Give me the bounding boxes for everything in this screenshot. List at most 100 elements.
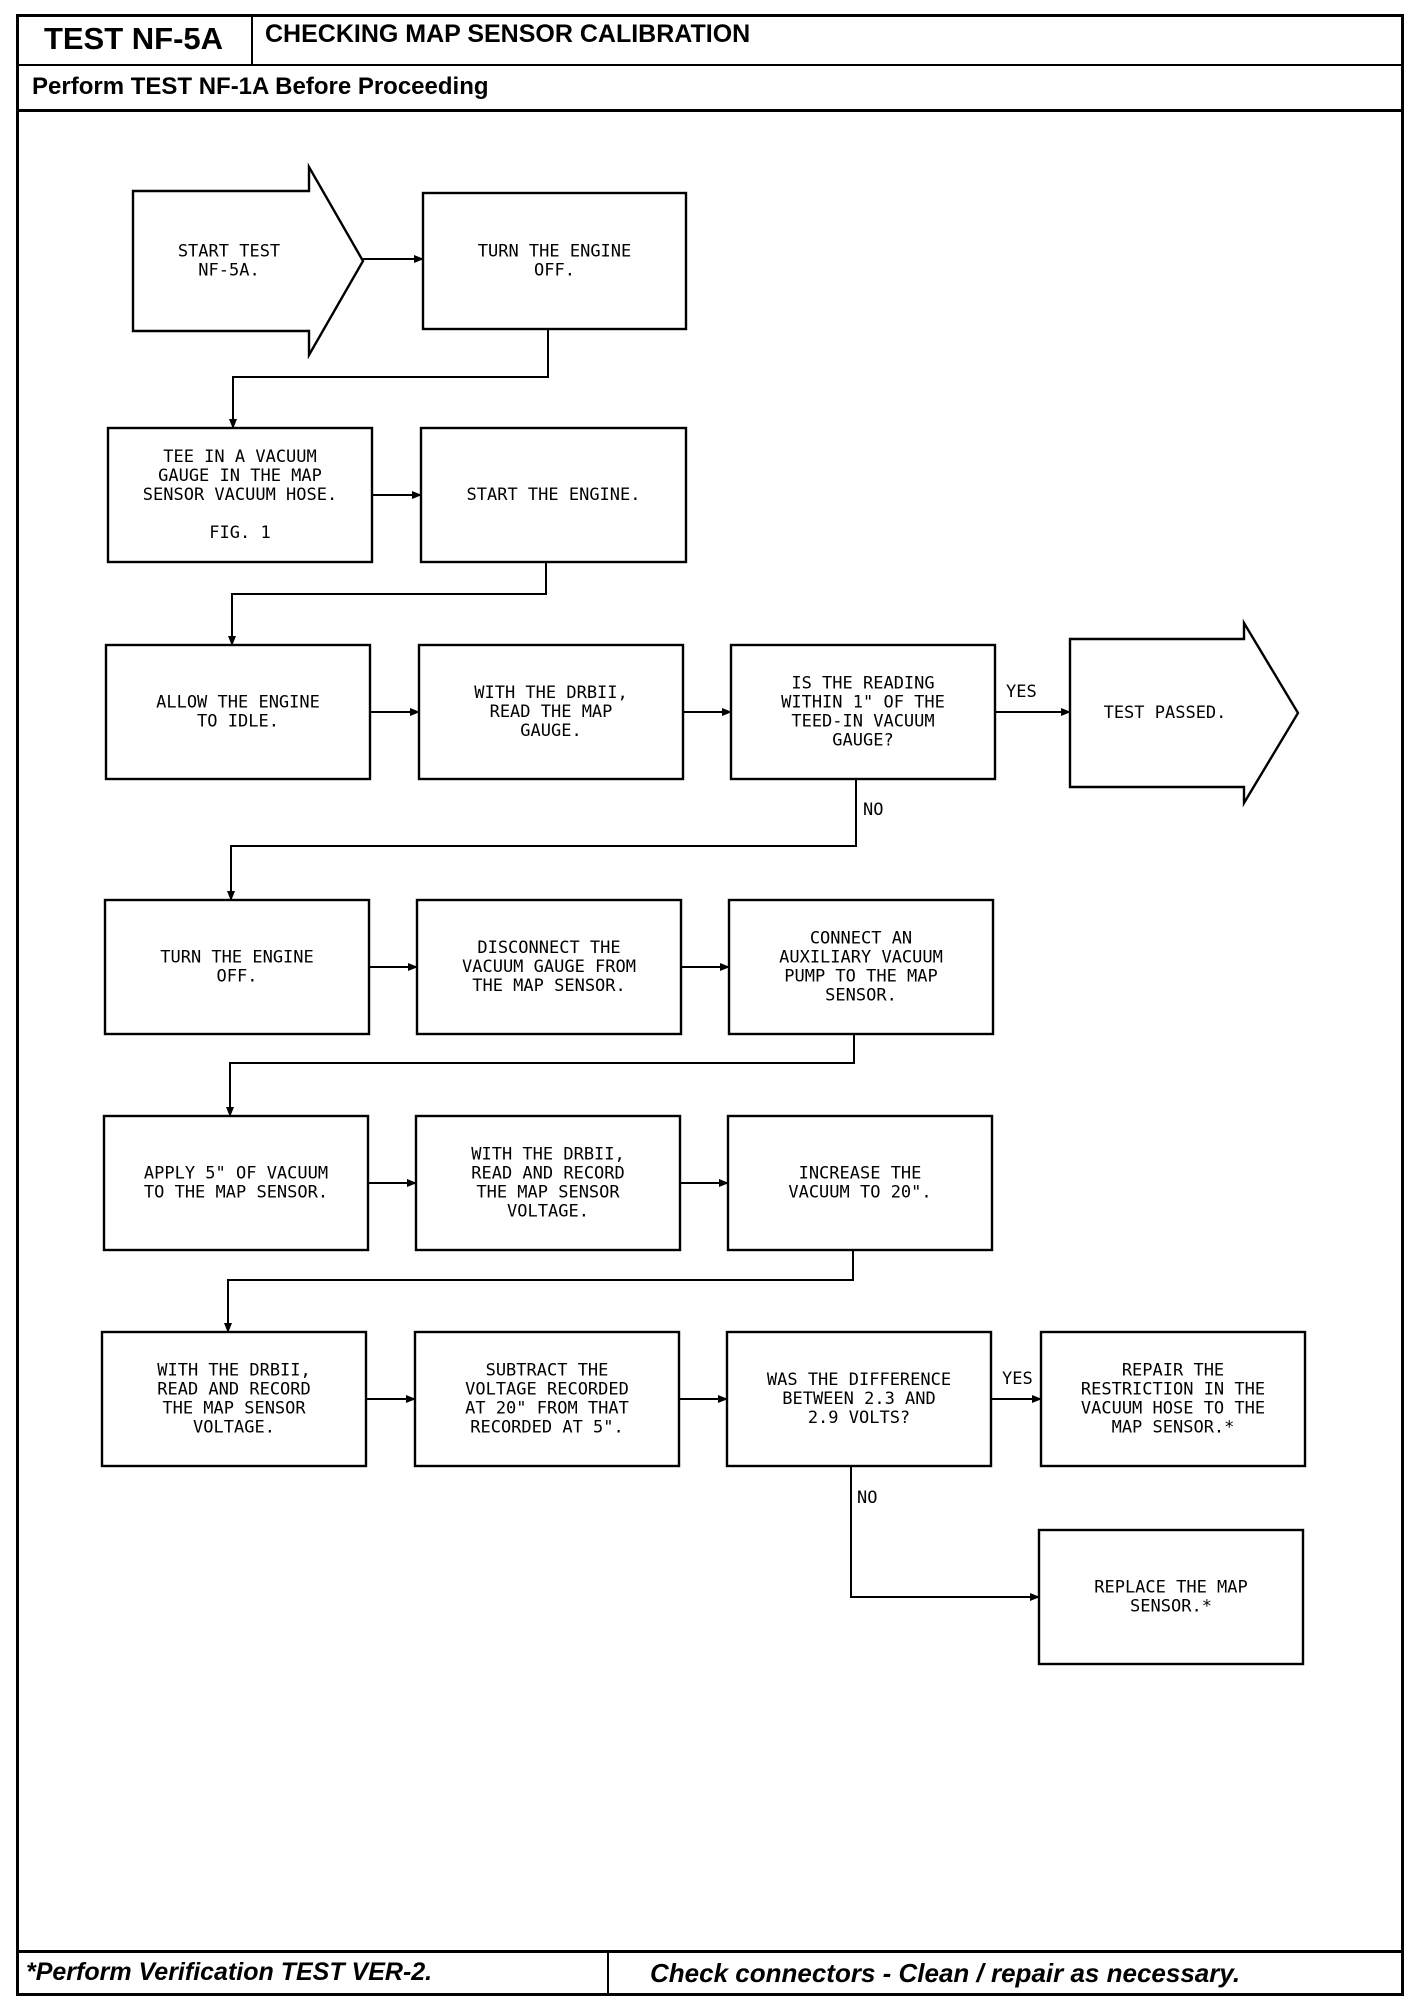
- edge-label-yes: YES: [1006, 682, 1037, 702]
- step-text-line: IS THE READING: [791, 673, 934, 693]
- step-text-line: TURN THE ENGINE: [160, 947, 314, 967]
- header-bottom-rule: [16, 109, 1404, 112]
- step-box-replace-sensor: [1037, 1528, 1305, 1666]
- step-text-line: START TEST: [178, 241, 280, 261]
- step-text-line: VOLTAGE RECORDED: [465, 1379, 629, 1399]
- footer-rule: [16, 1950, 1404, 1953]
- step-box-record-voltage-2: [100, 1330, 368, 1468]
- edge-label-no: NO: [863, 800, 883, 820]
- step-text-line: GAUGE.: [520, 721, 581, 741]
- connector-increase-20-to-record-voltage-2: [224, 1250, 854, 1333]
- step-text-line: TEE IN A VACUUM: [163, 447, 317, 467]
- step-text-line: VACUUM TO 20".: [788, 1182, 931, 1202]
- step-box-engine-off-1: [421, 191, 688, 331]
- footer-connector-reminder: Check connectors - Clean / repair as nec…: [650, 1958, 1241, 1988]
- step-text-line: AT 20" FROM THAT: [465, 1398, 629, 1418]
- step-text-line: SENSOR VACUUM HOSE.: [143, 485, 337, 505]
- connector-difference-to-replace-sensor: [850, 1466, 1040, 1601]
- step-text-line: OFF.: [534, 260, 575, 280]
- prerequisite-note: Perform TEST NF-1A Before Proceeding: [32, 73, 489, 100]
- connector-connect-pump-to-apply-5: [226, 1034, 855, 1117]
- step-box-disconnect-gauge: [415, 898, 683, 1036]
- step-text-line: READ AND RECORD: [471, 1163, 625, 1183]
- step-text-line: APPLY 5" OF VACUUM: [144, 1163, 328, 1183]
- step-text-line: VACUUM GAUGE FROM: [462, 957, 636, 977]
- page-frame: [16, 14, 1404, 1996]
- block-arrow-test-passed: [1068, 618, 1300, 808]
- step-text-line: FIG. 1: [209, 523, 270, 543]
- test-id-label: TEST NF-5A: [16, 14, 253, 66]
- step-text-line: WAS THE DIFFERENCE: [767, 1370, 951, 1390]
- step-box-subtract: [413, 1330, 681, 1468]
- step-box-difference: [725, 1330, 993, 1468]
- connector-reading-within-to-engine-off-2: [227, 779, 857, 901]
- step-text-line: START THE ENGINE.: [467, 485, 641, 505]
- footer-verification-note: *Perform Verification TEST VER-2.: [26, 1958, 433, 1986]
- step-text-line: SENSOR.: [825, 985, 897, 1005]
- step-text-line: TO THE MAP SENSOR.: [144, 1182, 328, 1202]
- step-text-line: VACUUM HOSE TO THE: [1081, 1398, 1265, 1418]
- footer-divider: [607, 1950, 609, 1996]
- step-box-apply-5: [102, 1114, 370, 1252]
- step-box-connect-pump: [727, 898, 995, 1036]
- step-text-line: ALLOW THE ENGINE: [156, 692, 320, 712]
- step-text-line: GAUGE?: [832, 730, 893, 750]
- step-box-start-engine: [419, 426, 688, 564]
- step-text-line: WITH THE DRBII,: [474, 683, 628, 703]
- step-box-read-map-gauge: [417, 643, 685, 781]
- block-arrow-start: [131, 162, 365, 360]
- step-text-line: INCREASE THE: [799, 1163, 922, 1183]
- step-text-line: RECORDED AT 5".: [470, 1417, 624, 1437]
- step-text-line: THE MAP SENSOR: [162, 1398, 306, 1418]
- step-box-repair-hose: [1039, 1330, 1307, 1468]
- step-text-line: BETWEEN 2.3 AND: [782, 1389, 936, 1409]
- connector-start-engine-to-idle: [228, 562, 547, 646]
- step-text-line: SENSOR.*: [1130, 1596, 1212, 1616]
- step-text-line: NF-5A.: [198, 260, 259, 280]
- step-text-line: READ AND RECORD: [157, 1379, 311, 1399]
- step-text-line: REPAIR THE: [1122, 1360, 1224, 1380]
- step-text-line: GAUGE IN THE MAP: [158, 466, 322, 486]
- step-box-record-voltage-1: [414, 1114, 682, 1252]
- step-box-increase-20: [726, 1114, 994, 1252]
- step-text-line: TEED-IN VACUUM: [791, 711, 934, 731]
- step-text-line: MAP SENSOR.*: [1112, 1417, 1235, 1437]
- step-text-line: WITH THE DRBII,: [157, 1360, 311, 1380]
- step-text-line: RESTRICTION IN THE: [1081, 1379, 1265, 1399]
- step-text-line: SUBTRACT THE: [486, 1360, 609, 1380]
- step-text-line: THE MAP SENSOR: [476, 1182, 620, 1202]
- header-divider: [253, 64, 1404, 66]
- step-text-line: TEST PASSED.: [1104, 703, 1227, 723]
- step-text-line: THE MAP SENSOR.: [472, 976, 626, 996]
- step-text-line: AUXILIARY VACUUM: [779, 947, 943, 967]
- step-text-line: 2.9 VOLTS?: [808, 1408, 910, 1428]
- step-text-line: OFF.: [217, 966, 258, 986]
- flow-step-start-engine: START THE ENGINE.: [419, 426, 688, 564]
- step-box-engine-off-2: [103, 898, 371, 1036]
- edge-label-no: NO: [857, 1488, 877, 1508]
- connector-engine-off-1-to-tee-gauge: [229, 329, 549, 429]
- step-text-line: DISCONNECT THE: [477, 938, 620, 958]
- step-text-line: VOLTAGE.: [193, 1417, 275, 1437]
- step-text-line: TURN THE ENGINE: [478, 241, 632, 261]
- step-text-line: CONNECT AN: [810, 928, 912, 948]
- step-text-line: REPLACE THE MAP: [1094, 1577, 1248, 1597]
- step-text-line: WITH THE DRBII,: [471, 1144, 625, 1164]
- page-title: CHECKING MAP SENSOR CALIBRATION: [265, 20, 751, 48]
